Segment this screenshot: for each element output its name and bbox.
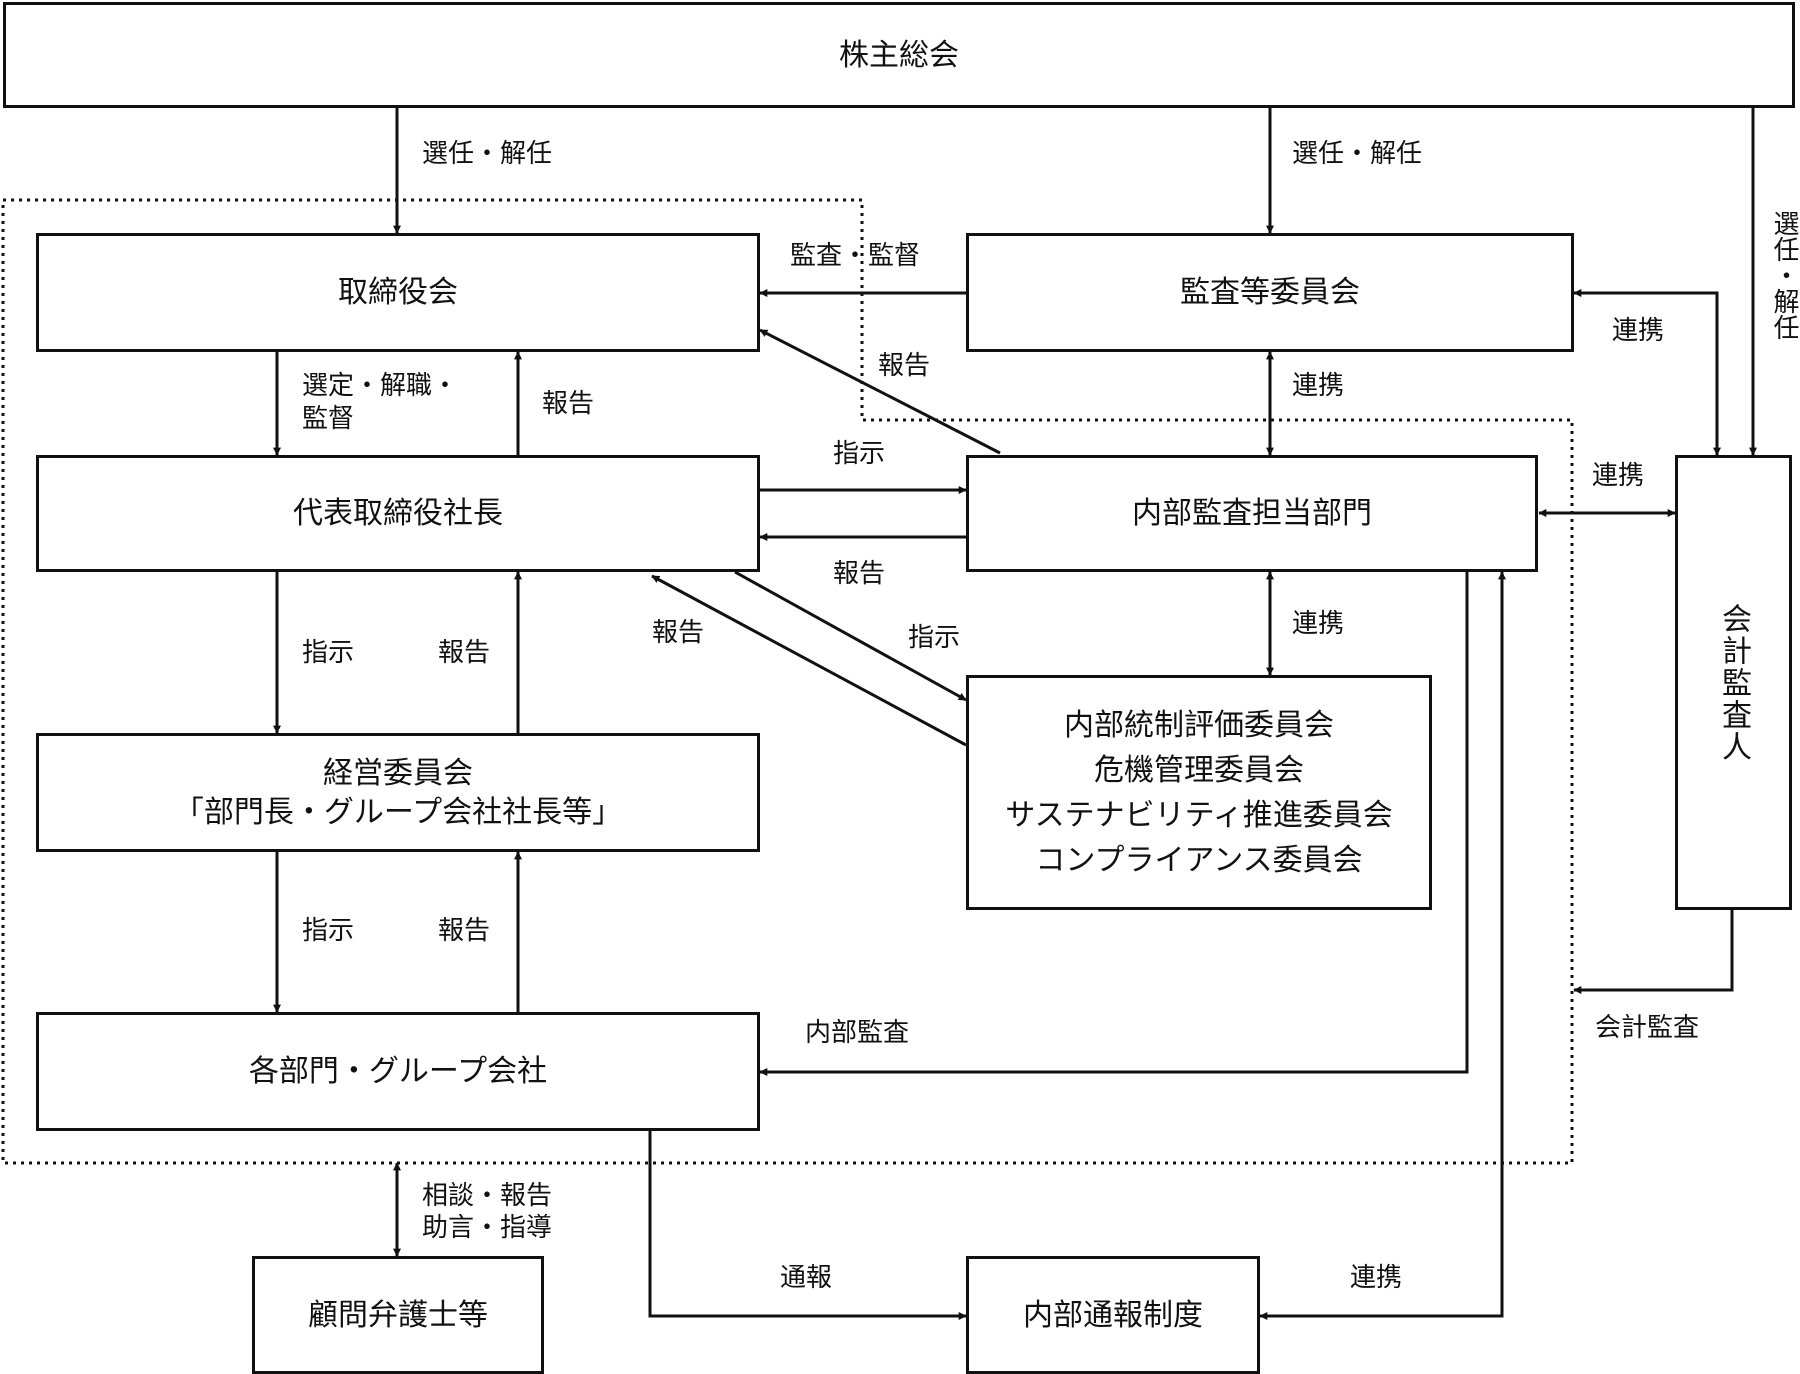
label-audit-supervise: 監査・監督 [790, 241, 921, 271]
label-report-internal-president: 報告 [833, 559, 886, 589]
label-whistle-report: 通報 [780, 1263, 833, 1293]
shareholders-meeting-label: 株主総会 [839, 37, 959, 73]
label-consult-report: 相談・報告 [422, 1181, 553, 1211]
label-advice-guidance: 助言・指導 [422, 1213, 553, 1243]
arrow-departments-to-whistleblowing [648, 1131, 967, 1320]
label-instruct-president-committees: 指示 [908, 623, 961, 653]
accounting-auditor-label: 会計監査人 [1716, 602, 1751, 763]
label-instruct-mgmt-depts: 指示 [302, 916, 355, 946]
legal-advisors-label: 顧問弁護士等 [308, 1297, 488, 1333]
arrow-whistleblowing-internal-audit [1259, 571, 1506, 1320]
audit-committee-box: 監査等委員会 [966, 233, 1574, 352]
arrow-president-to-committees [734, 570, 967, 702]
label-coop-internal-accounting: 連携 [1592, 461, 1645, 491]
label-coop-audit-internal: 連携 [1292, 371, 1345, 401]
whistleblowing-label: 内部通報制度 [1023, 1297, 1203, 1333]
internal-control-boundary [1, 198, 1574, 1165]
label-coop-audit-accounting: 連携 [1612, 316, 1665, 346]
label-report-mgmt-president: 報告 [438, 638, 491, 668]
label-select-dismiss-line-2: 監督 [302, 403, 355, 434]
label-report-president-to-board: 報告 [542, 389, 595, 419]
label-coop-internal-committees: 連携 [1292, 609, 1345, 639]
committee-sustainability: サステナビリティ推進委員会 [1005, 797, 1393, 833]
label-coop-whistle: 連携 [1350, 1263, 1403, 1293]
label-report-committees-president: 報告 [652, 618, 705, 648]
internal-audit-label: 内部監査担当部門 [1132, 496, 1372, 531]
arrow-accounting-auditor-audit [1573, 910, 1734, 994]
label-report-internal-to-board: 報告 [878, 351, 931, 381]
label-select-dismiss-line-1: 選定・解職・ [302, 371, 459, 401]
board-of-directors-label: 取締役会 [338, 275, 458, 310]
committee-compliance: コンプライアンス委員会 [1035, 842, 1363, 878]
shareholders-meeting-box: 株主総会 [3, 2, 1795, 108]
committees-box: 内部統制評価委員会 危機管理委員会 サステナビリティ推進委員会 コンプライアンス… [966, 675, 1432, 910]
label-instruct-president-internal: 指示 [833, 439, 886, 469]
internal-audit-box: 内部監査担当部門 [966, 455, 1538, 572]
arrow-audit-committee-accounting-auditor [1573, 289, 1721, 456]
management-committee-line-2: 「部門長・グループ会社社長等」 [173, 794, 623, 830]
committee-crisis-management: 危機管理委員会 [1094, 752, 1304, 788]
management-committee-box: 経営委員会 「部門長・グループ会社社長等」 [36, 733, 760, 852]
management-committee-line-1: 経営委員会 [323, 755, 473, 791]
arrow-committees-to-president [651, 574, 967, 747]
label-elect-dismiss-board: 選任・解任 [422, 139, 553, 169]
whistleblowing-box: 内部通報制度 [966, 1256, 1260, 1374]
committee-internal-control: 内部統制評価委員会 [1064, 707, 1334, 743]
president-label: 代表取締役社長 [293, 496, 503, 531]
label-report-depts-mgmt: 報告 [438, 916, 491, 946]
label-elect-dismiss-audit: 選任・解任 [1292, 139, 1423, 169]
audit-committee-label: 監査等委員会 [1180, 275, 1360, 310]
board-of-directors-box: 取締役会 [36, 233, 760, 352]
departments-label: 各部門・グループ会社 [248, 1054, 548, 1089]
label-select-dismiss-supervise: 選定・解職・ 監督 [302, 370, 458, 435]
departments-box: 各部門・グループ会社 [36, 1012, 760, 1131]
label-instruct-president-mgmt: 指示 [302, 638, 355, 668]
label-elect-dismiss-accounting: 選任・解任 [1769, 210, 1799, 340]
president-box: 代表取締役社長 [36, 455, 760, 572]
arrow-internal-audit-to-board [759, 328, 1001, 455]
legal-advisors-box: 顧問弁護士等 [252, 1256, 544, 1374]
label-internal-audit-depts: 内部監査 [805, 1018, 910, 1048]
accounting-auditor-box: 会計監査人 [1675, 455, 1792, 910]
label-accounting-audit: 会計監査 [1595, 1013, 1700, 1043]
